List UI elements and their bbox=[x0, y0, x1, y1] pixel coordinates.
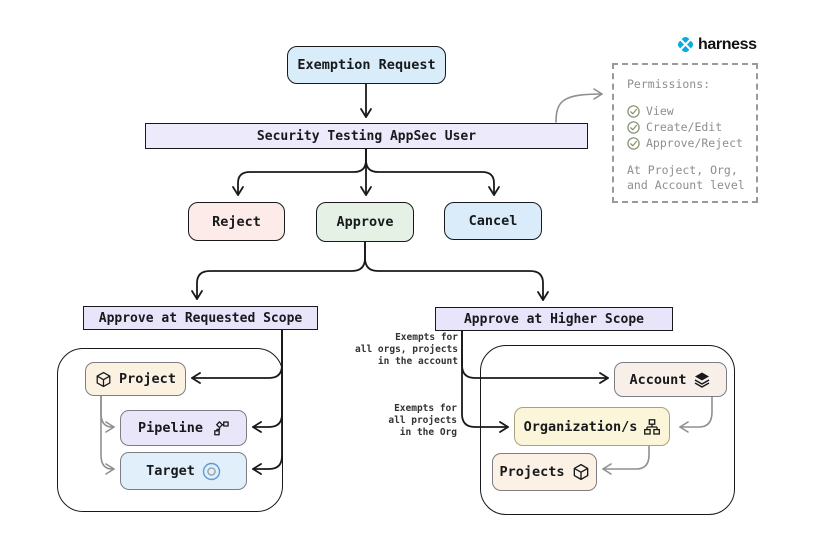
cancel-label: Cancel bbox=[468, 213, 518, 229]
higher-scope-label: Approve at Higher Scope bbox=[463, 311, 644, 327]
projects-node: Projects bbox=[492, 453, 597, 491]
harness-icon bbox=[676, 35, 695, 54]
reject-label: Reject bbox=[212, 213, 261, 230]
permission-item-view: View bbox=[627, 104, 756, 119]
exemption-request-label: Exemption Request bbox=[297, 57, 436, 73]
pipeline-node: Pipeline bbox=[120, 410, 247, 446]
permissions-footer: At Project, Org, and Account level bbox=[627, 163, 745, 192]
requested-scope-node: Approve at Requested Scope bbox=[83, 306, 318, 330]
cube-icon bbox=[95, 371, 112, 388]
reject-node: Reject bbox=[188, 202, 285, 241]
approve-label: Approve bbox=[336, 214, 394, 230]
cancel-node: Cancel bbox=[444, 202, 542, 240]
permissions-title: Permissions: bbox=[627, 77, 711, 91]
permission-item-approve-reject: Approve/Reject bbox=[627, 136, 756, 151]
account-node: Account bbox=[614, 362, 727, 397]
pipeline-label: Pipeline bbox=[137, 420, 204, 436]
account-scope-note: Exempts for all orgs, projects in the ac… bbox=[355, 332, 458, 367]
cube-icon bbox=[572, 463, 590, 481]
appsec-user-label: Security Testing AppSec User bbox=[256, 128, 477, 144]
higher-scope-node: Approve at Higher Scope bbox=[435, 307, 673, 331]
projects-label: Projects bbox=[499, 464, 565, 480]
target-label: Target bbox=[146, 463, 195, 479]
check-circle-icon bbox=[627, 105, 640, 118]
appsec-user-node: Security Testing AppSec User bbox=[145, 123, 588, 149]
check-circle-icon bbox=[627, 137, 640, 150]
target-icon bbox=[202, 462, 221, 481]
target-node: Target bbox=[120, 452, 247, 490]
org-scope-note: Exempts for all projects in the Org bbox=[388, 403, 457, 438]
harness-brand-text: harness bbox=[698, 35, 757, 53]
permission-item-create-edit: Create/Edit bbox=[627, 120, 756, 135]
check-circle-icon bbox=[627, 121, 640, 134]
organization-label: Organization/s bbox=[523, 418, 638, 435]
project-node: Project bbox=[85, 362, 186, 396]
exemption-request-node: Exemption Request bbox=[287, 46, 446, 84]
org-chart-icon bbox=[644, 418, 661, 435]
workflow-icon bbox=[210, 420, 229, 436]
harness-logo: harness bbox=[676, 35, 757, 54]
requested-scope-label: Approve at Requested Scope bbox=[98, 310, 303, 326]
permissions-panel: Permissions: View Create/Edit Approve/Re… bbox=[612, 63, 758, 203]
account-label: Account bbox=[629, 371, 687, 388]
organization-node: Organization/s bbox=[514, 407, 670, 446]
layers-icon bbox=[693, 371, 711, 389]
project-label: Project bbox=[119, 371, 176, 387]
approve-node: Approve bbox=[316, 202, 414, 242]
